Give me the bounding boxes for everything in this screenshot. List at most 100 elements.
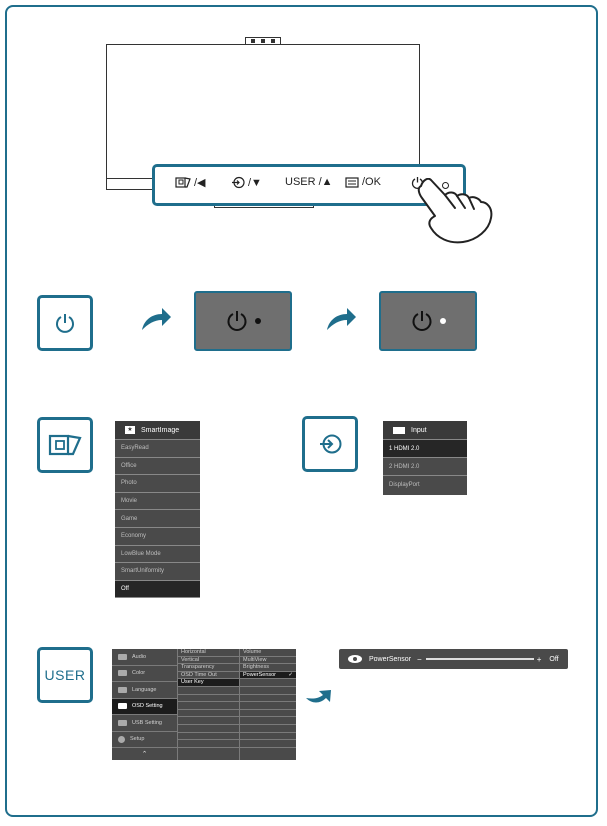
osd-sub-option-empty (178, 710, 239, 718)
input-source-icon (393, 426, 405, 434)
smartimage-option[interactable]: Photo (115, 475, 200, 493)
input-menu: Input 1 HDMI 2.0 2 HDMI 2.0 DisplayPort (383, 421, 467, 495)
color-icon (118, 670, 127, 677)
power-icon (412, 311, 432, 331)
menu-icon (345, 176, 359, 188)
osd-right-column: Volume MultiView Brightness PowerSensor … (240, 649, 296, 760)
smartimage-option[interactable]: SmartUniformity (115, 563, 200, 581)
smartimage-icon (175, 177, 191, 188)
input-key-box (302, 416, 358, 472)
osd-sub-option-empty (178, 740, 239, 748)
smartimage-menu-header: ★ SmartImage (115, 421, 200, 440)
control-buttons-panel: /◀ /▼ USER /▲ /OK (152, 164, 466, 206)
powersensor-quick-bar: PowerSensor − + Off (339, 649, 568, 669)
osd-user-key-option[interactable]: Brightness (240, 664, 296, 672)
smartimage-option[interactable]: LowBlue Mode (115, 546, 200, 564)
power-icon (411, 177, 424, 189)
smartimage-left-label: /◀ (194, 177, 206, 189)
input-icon (320, 434, 342, 454)
smartimage-menu-title: SmartImage (141, 426, 180, 434)
user-key-label: USER (44, 667, 86, 683)
osd-middle-column: Horizontal Vertical Transparency OSD Tim… (178, 649, 240, 760)
checkmark-icon: ✓ (288, 671, 293, 678)
osd-sub-option[interactable]: Transparency (178, 664, 239, 672)
osd-sub-option-empty (240, 725, 296, 733)
arrow-right-icon (327, 308, 356, 330)
osd-setting-icon (118, 703, 127, 710)
power-icon (56, 314, 74, 333)
star-icon: ★ (125, 426, 135, 434)
smartimage-option-selected[interactable]: Off (115, 580, 200, 599)
smartimage-option[interactable]: Game (115, 510, 200, 528)
language-icon (118, 686, 127, 693)
user-up-button[interactable]: USER /▲ (285, 176, 333, 188)
input-option[interactable]: 2 HDMI 2.0 (383, 458, 467, 476)
power-key-box (37, 295, 93, 351)
input-option-selected[interactable]: 1 HDMI 2.0 (383, 440, 467, 458)
osd-category[interactable]: Language (112, 682, 177, 699)
user-key-box: USER (37, 647, 93, 703)
osd-category[interactable]: Color (112, 666, 177, 682)
osd-sub-option-empty (240, 717, 296, 725)
input-down-label: /▼ (248, 176, 262, 189)
osd-sub-option[interactable]: Horizontal (178, 649, 239, 657)
smartimage-icon (48, 434, 82, 456)
menu-ok-label: /OK (362, 176, 381, 188)
power-state-standby (379, 291, 477, 351)
smartimage-menu: ★ SmartImage EasyRead Office Photo Movie… (115, 421, 200, 599)
power-icon (227, 311, 247, 331)
osd-category[interactable]: Audio (112, 649, 177, 666)
input-menu-title: Input (411, 426, 427, 434)
powersensor-slider-track[interactable] (425, 658, 534, 660)
osd-sub-option-empty (240, 733, 296, 741)
osd-user-key-option-selected[interactable]: PowerSensor ✓ (240, 671, 296, 680)
smartimage-option[interactable]: Movie (115, 493, 200, 511)
osd-user-key-option[interactable]: Volume (240, 649, 296, 657)
setup-gear-icon (118, 735, 125, 743)
smartimage-left-button[interactable]: /◀ (175, 176, 206, 189)
speaker-icon (118, 653, 127, 660)
osd-main-menu: Audio Color Language OSD Setting USB Set… (112, 649, 296, 760)
usb-icon (118, 719, 127, 726)
arrow-right-icon (306, 690, 331, 703)
minus-icon[interactable]: − (417, 654, 422, 664)
osd-sub-option-empty (178, 725, 239, 733)
osd-sub-option[interactable]: OSD Time Out (178, 672, 239, 680)
osd-sub-option-empty (178, 733, 239, 741)
menu-ok-button[interactable]: /OK (345, 176, 381, 188)
osd-category-selected[interactable]: OSD Setting (112, 698, 177, 715)
smartimage-option[interactable]: EasyRead (115, 440, 200, 458)
input-down-button[interactable]: /▼ (231, 176, 262, 189)
smartimage-option[interactable]: Economy (115, 528, 200, 546)
chevron-up-icon[interactable]: ⌃ (141, 751, 148, 758)
smartimage-option[interactable]: Office (115, 458, 200, 476)
smartimage-key-box (37, 417, 93, 473)
osd-user-key-option[interactable]: MultiView (240, 657, 296, 665)
osd-sub-option[interactable]: Vertical (178, 657, 239, 665)
osd-sub-option-empty (240, 687, 296, 695)
power-led (442, 182, 449, 189)
arrow-right-icon (142, 308, 171, 330)
user-up-label: USER /▲ (285, 176, 333, 188)
osd-category[interactable]: USB Setting (112, 715, 177, 732)
osd-sub-option-empty (178, 695, 239, 703)
hand-pointer-icon (417, 178, 493, 244)
osd-sub-option-selected[interactable]: User Key (178, 679, 239, 687)
osd-left-column: Audio Color Language OSD Setting USB Set… (112, 649, 178, 760)
power-state-on (194, 291, 292, 351)
osd-sub-option-empty (240, 695, 296, 703)
osd-sub-option-empty (240, 679, 296, 687)
input-option[interactable]: DisplayPort (389, 482, 420, 488)
powersensor-label: PowerSensor (369, 655, 412, 663)
power-button[interactable] (411, 176, 424, 189)
osd-sub-option-empty (178, 717, 239, 725)
power-led-white (440, 318, 446, 324)
power-led-on (255, 318, 261, 324)
osd-sub-option-empty (240, 740, 296, 748)
plus-icon[interactable]: + (536, 654, 542, 664)
input-icon (232, 176, 245, 189)
powersensor-value: Off (549, 655, 559, 663)
osd-category[interactable]: Setup (112, 732, 177, 748)
osd-sub-option-empty (178, 702, 239, 710)
input-menu-header: Input (383, 421, 467, 440)
